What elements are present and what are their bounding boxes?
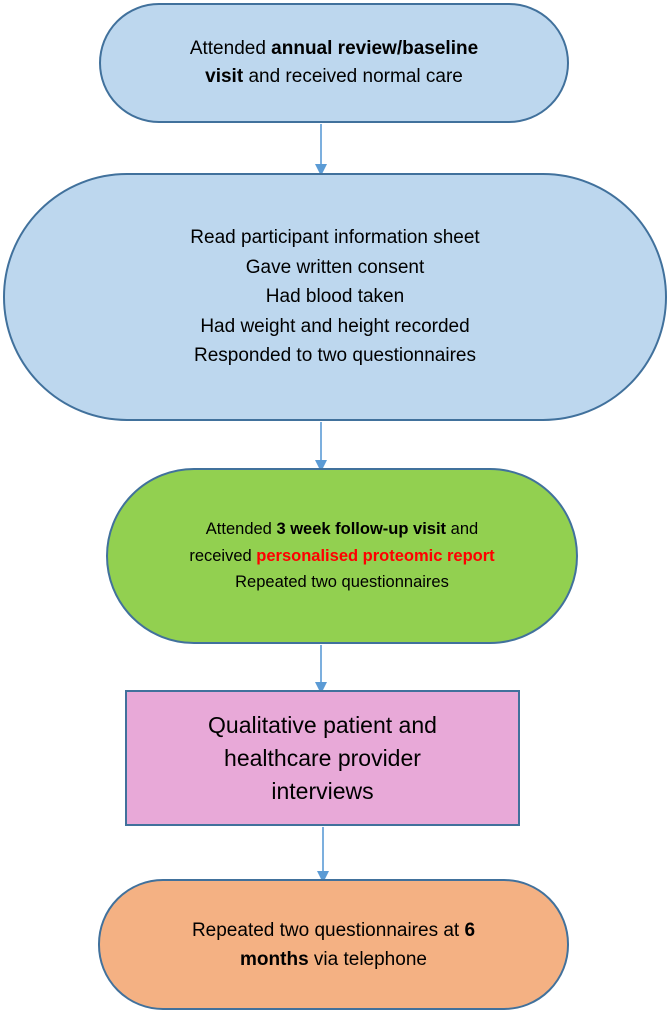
step3-line1: Attended 3 week follow-up visit and	[189, 516, 494, 543]
step5-line1-bold: 6	[464, 919, 476, 941]
step5-line2: months via telephone	[192, 945, 475, 974]
step2-line: Read participant information sheet	[190, 227, 480, 249]
step4-line: Qualitative patient and	[208, 711, 437, 738]
step2-line: Had weight and height recorded	[200, 315, 470, 337]
step1-line2-bold: visit	[205, 66, 244, 87]
proteomic-report-highlight: personalised proteomic report	[256, 546, 495, 565]
step3-line2-text: received	[189, 546, 257, 565]
step5-line2-bold: months	[240, 948, 309, 970]
step-baseline-visit: Attended annual review/baseline visit an…	[99, 3, 569, 123]
step3-line2: received personalised proteomic report	[189, 543, 494, 570]
step2-line: Responded to two questionnaires	[193, 345, 476, 367]
step4-line: interviews	[271, 777, 374, 804]
step5-line1-text: Repeated two questionnaires at	[191, 919, 465, 941]
step3-line1-text: Attended	[205, 520, 277, 539]
step1-line1-bold: annual review/baseline	[271, 38, 479, 59]
step1-line2-text: and received normal care	[243, 66, 463, 87]
step5-line2-text: via telephone	[308, 948, 427, 970]
step-consent-and-measurements: Read participant information sheet Gave …	[3, 173, 667, 421]
step-qualitative-interviews: Qualitative patient and healthcare provi…	[125, 690, 520, 826]
step1-line1: Attended annual review/baseline	[190, 35, 478, 63]
step2-line: Had blood taken	[265, 286, 405, 308]
step5-line1: Repeated two questionnaires at 6	[192, 916, 475, 945]
step1-line2: visit and received normal care	[190, 63, 478, 91]
step-follow-up-visit: Attended 3 week follow-up visit and rece…	[106, 468, 578, 644]
step3-line1-bold: 3 week follow-up visit	[276, 520, 447, 539]
step-six-month-questionnaires: Repeated two questionnaires at 6 months …	[98, 879, 569, 1010]
step4-line: healthcare provider	[224, 744, 421, 771]
step2-line: Gave written consent	[245, 256, 425, 278]
step3-line1-post: and	[446, 520, 479, 539]
step1-line1-text: Attended	[189, 38, 272, 59]
step3-line3: Repeated two questionnaires	[235, 573, 449, 592]
